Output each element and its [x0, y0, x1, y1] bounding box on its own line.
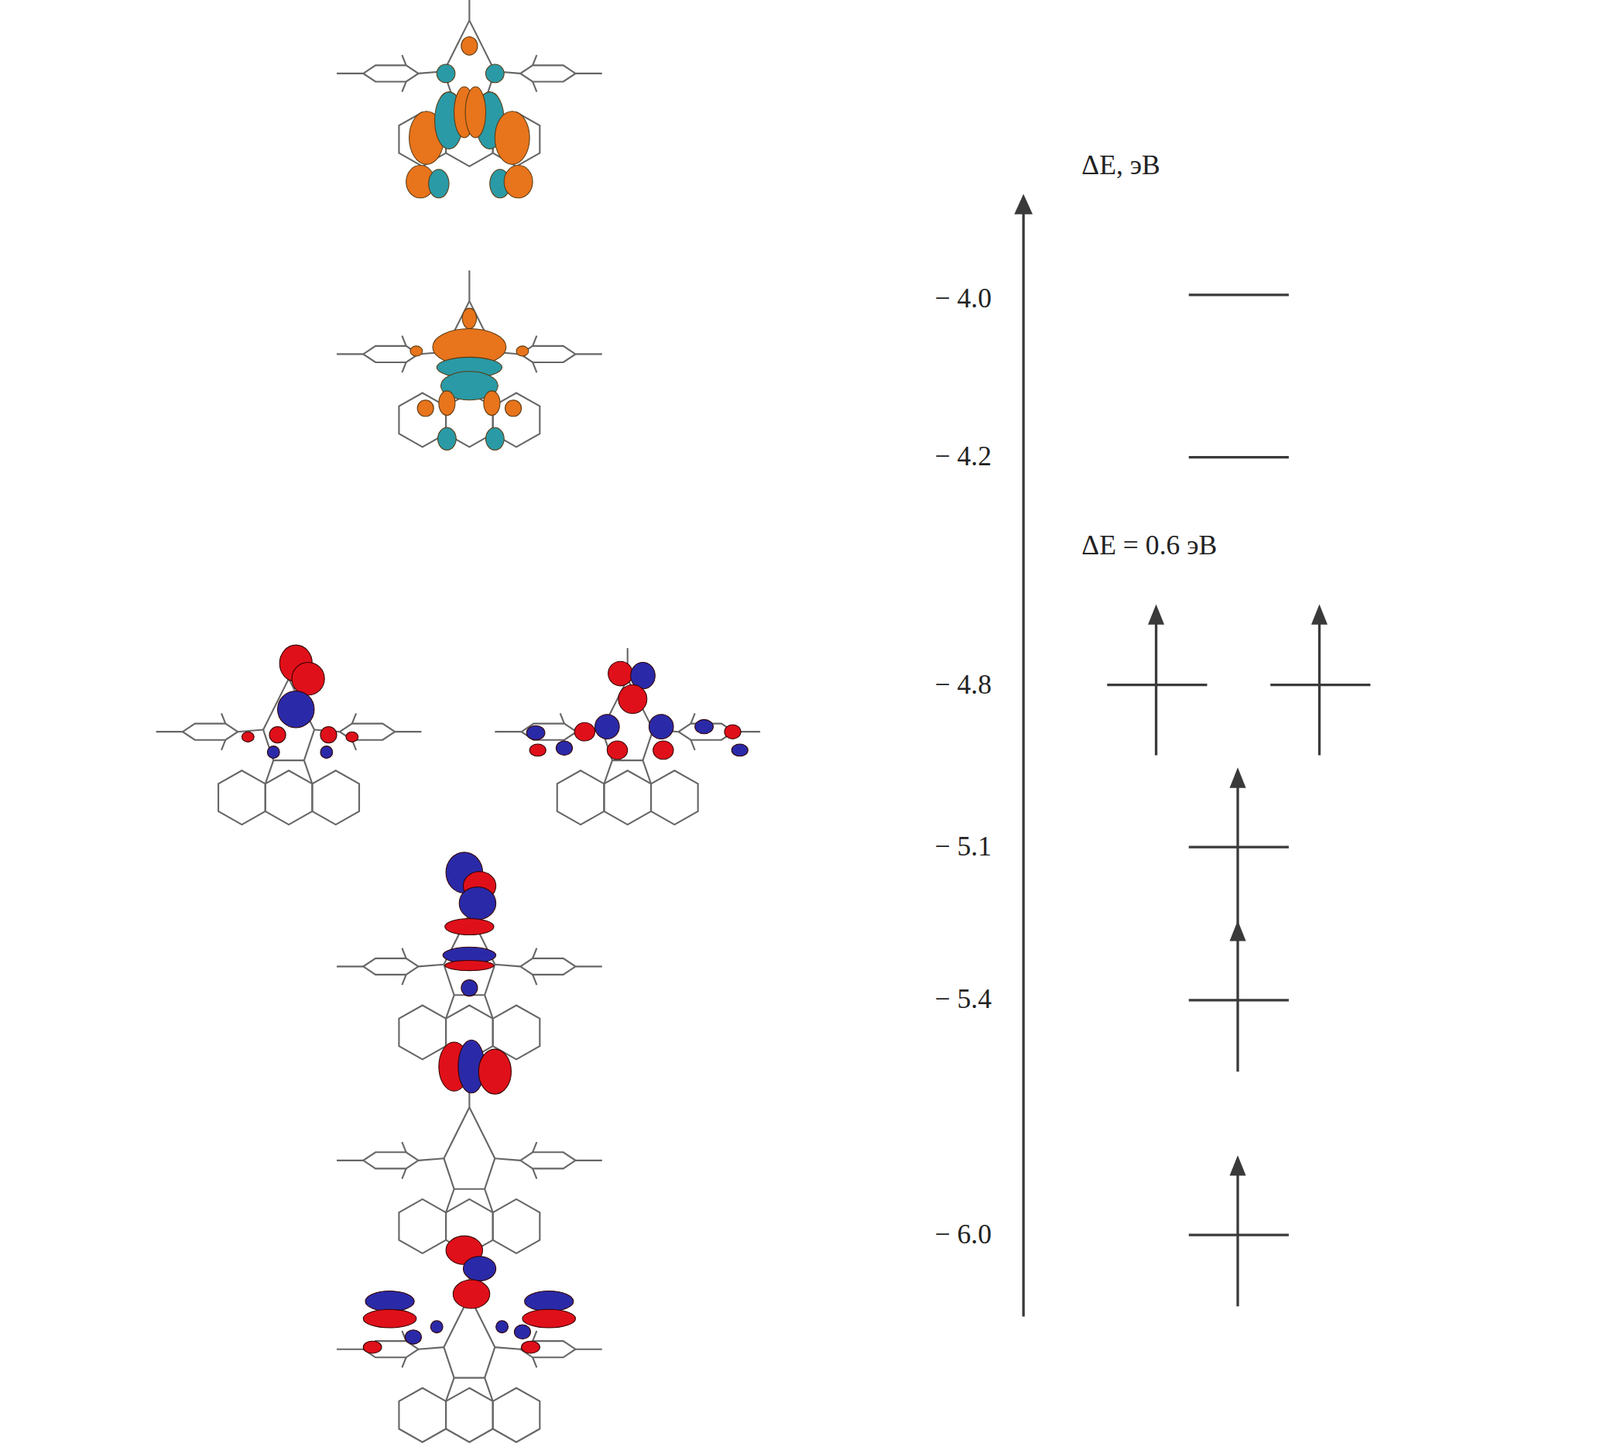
energy-levels — [1106, 294, 1371, 1235]
tick-label: − 4.2 — [935, 441, 992, 473]
axis-title: ΔE, эВ — [1081, 150, 1160, 182]
tick-label: − 5.4 — [935, 984, 992, 1015]
tick-label: − 6.0 — [935, 1219, 992, 1250]
tick-label: − 5.1 — [935, 831, 992, 862]
energy-axis — [1014, 193, 1033, 1316]
tick-label: − 4.8 — [935, 670, 992, 701]
gap-label: ΔE = 0.6 эВ — [1081, 530, 1217, 561]
tick-label: − 4.0 — [935, 283, 992, 314]
electron-arrows — [1147, 603, 1328, 1306]
